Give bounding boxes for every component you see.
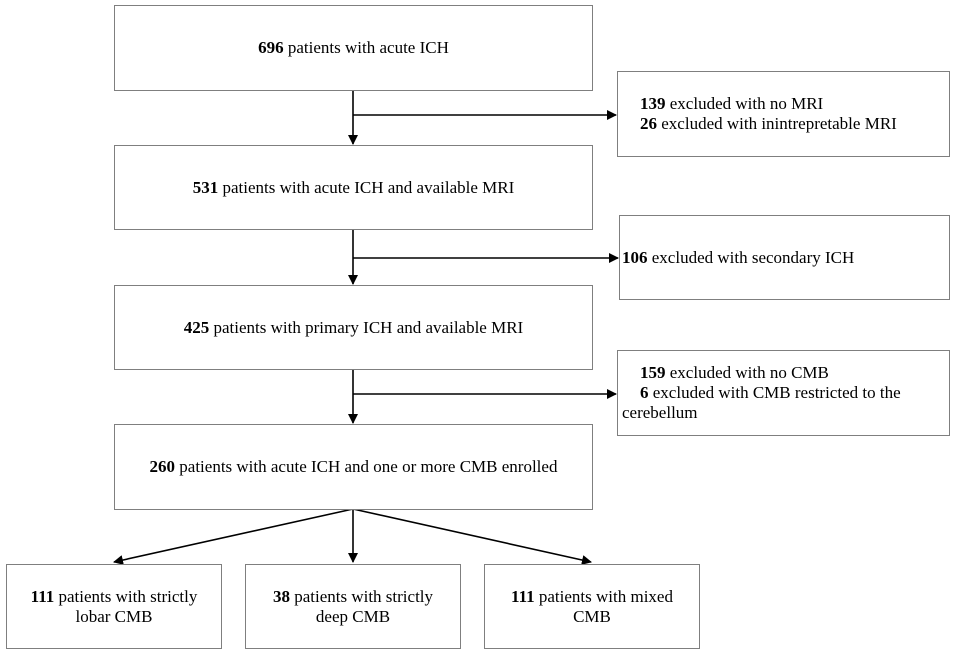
main-box-4: 260 patients with acute ICH and one or m… xyxy=(114,424,593,510)
exclusion-1-line-2-count: 26 xyxy=(640,114,657,133)
exclusion-3-line-2-count: 6 xyxy=(640,383,649,402)
main-box-4-text: patients with acute ICH and one or more … xyxy=(179,457,558,476)
main-box-2: 531 patients with acute ICH and availabl… xyxy=(114,145,593,230)
exclusion-1-line-2-text: excluded with inintrepretable MRI xyxy=(661,114,897,133)
main-box-3: 425 patients with primary ICH and availa… xyxy=(114,285,593,370)
exclusion-3-line-1-text: excluded with no CMB xyxy=(669,363,829,382)
main-box-1: 696 patients with acute ICH xyxy=(114,5,593,91)
exclusion-box-1: 139 excluded with no MRI 26 excluded wit… xyxy=(617,71,950,157)
exclusion-3-line-3-text: cerebellum xyxy=(622,403,698,422)
main-box-3-count: 425 xyxy=(183,317,210,337)
main-box-2-text: patients with acute ICH and available MR… xyxy=(222,177,515,197)
exclusion-box-3: 159 excluded with no CMB 6 excluded with… xyxy=(617,350,950,436)
outcome-2-count: 38 xyxy=(272,586,290,606)
main-box-2-count: 531 xyxy=(192,177,219,197)
main-box-1-count: 696 xyxy=(258,38,284,57)
exclusion-1-line-1-count: 139 xyxy=(640,94,666,113)
exclusion-box-2: 106 excluded with secondary ICH xyxy=(619,215,950,300)
exclusion-3-line-1-count: 159 xyxy=(640,363,666,382)
outcome-1-line-2: lobar CMB xyxy=(75,606,153,626)
exclusion-3-line-2-text: excluded with CMB restricted to the xyxy=(652,383,901,402)
main-box-3-text: patients with primary ICH and available … xyxy=(213,317,524,337)
arrow-outcome-1 xyxy=(113,508,354,565)
outcome-3-count: 111 xyxy=(511,586,535,606)
exclusion-1-line-1-text: excluded with no MRI xyxy=(669,94,824,113)
exclusion-2-line-1-text: excluded with secondary ICH xyxy=(651,247,855,267)
exclusion-2-line-1-count: 106 xyxy=(622,247,648,267)
outcome-2-line-2: deep CMB xyxy=(315,606,391,626)
main-box-1-text: patients with acute ICH xyxy=(287,38,449,57)
outcome-1-line-1: patients with strictly xyxy=(58,586,198,606)
outcome-1-count: 111 xyxy=(30,586,55,606)
outcome-2-line-1: patients with strictly xyxy=(294,586,434,606)
outcome-3-line-1: patients with mixed xyxy=(538,586,673,606)
main-box-4-count: 260 xyxy=(149,457,176,476)
outcome-3-line-2: CMB xyxy=(573,606,611,626)
arrow-outcome-3 xyxy=(352,508,592,565)
